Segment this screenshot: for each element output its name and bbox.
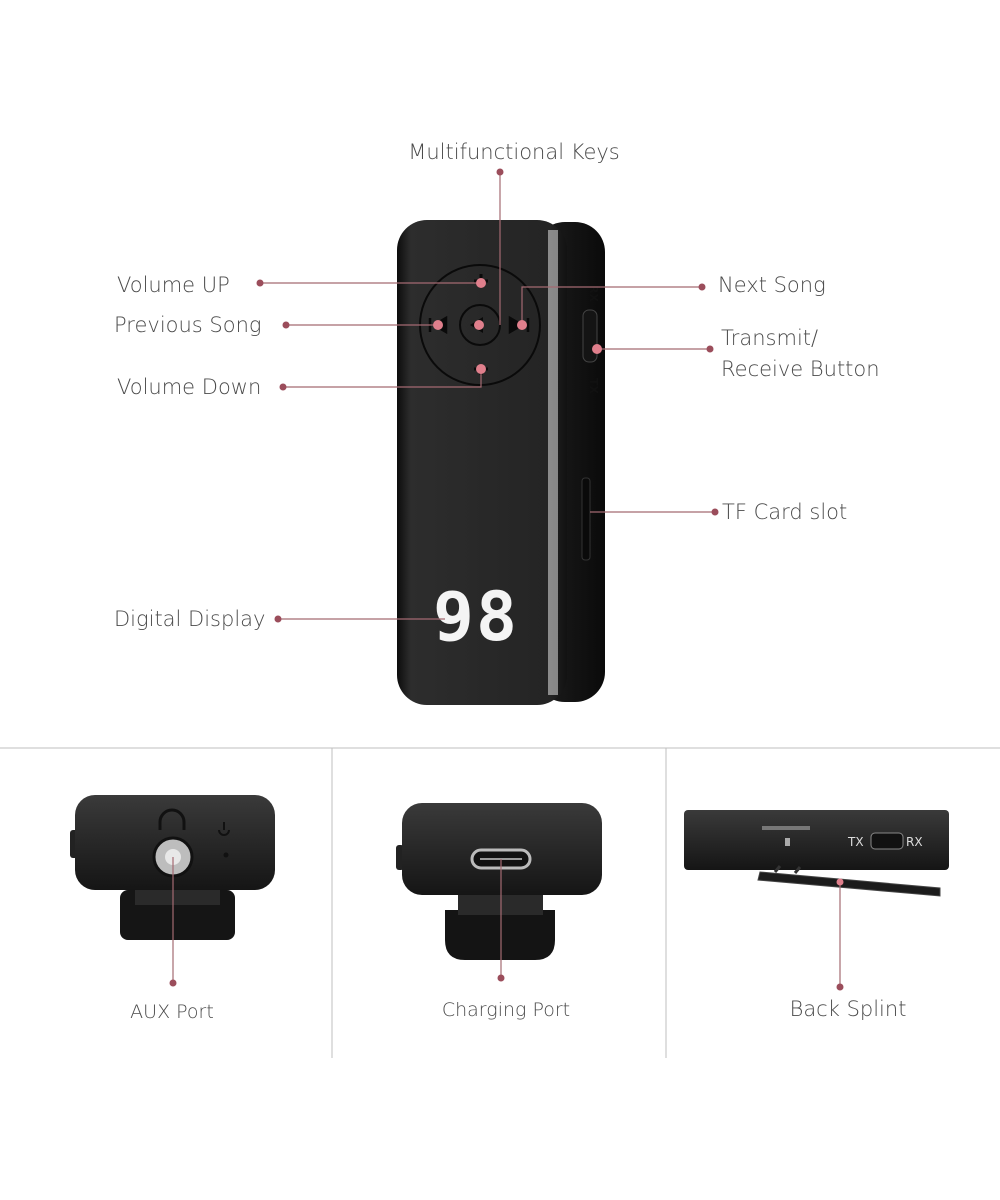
tx-rx-switch-back[interactable] (870, 832, 904, 850)
label-volume-up: Volume UP (117, 273, 230, 297)
callout-leaders (256, 168, 719, 623)
rx-label: RX (587, 285, 600, 302)
tx-label: TX (587, 378, 600, 395)
label-next-song: Next Song (718, 273, 826, 297)
panel-aux-port: AUX Port (70, 795, 275, 1023)
label-back-splint: Back Splint (790, 997, 907, 1021)
digital-display: 98 (433, 578, 519, 657)
label-multifunctional-keys: Multifunctional Keys (408, 140, 620, 164)
label-digital-display: Digital Display (114, 607, 265, 631)
panel-back-splint: TX RX Back Splint (684, 810, 949, 1021)
tf-card-slot[interactable] (581, 477, 591, 561)
headphone-icon (158, 808, 186, 830)
microphone-icon (218, 822, 230, 836)
label-volume-down: Volume Down (117, 375, 261, 399)
switch-rx-label: RX (906, 835, 923, 849)
label-aux-port: AUX Port (130, 1001, 214, 1023)
label-transmit: Transmit/ (721, 326, 818, 350)
label-previous-song: Previous Song (114, 313, 262, 337)
tx-rx-switch[interactable] (582, 309, 598, 363)
label-charging-port: Charging Port (442, 999, 570, 1021)
device-front-view: RX TX 98 (397, 220, 605, 705)
back-clip (757, 871, 941, 897)
panel-charging-port: Charging Port (396, 803, 602, 1021)
label-receive-button: Receive Button (721, 357, 880, 381)
label-tf-card-slot: TF Card slot (722, 500, 847, 524)
switch-tx-label: TX (847, 835, 864, 849)
